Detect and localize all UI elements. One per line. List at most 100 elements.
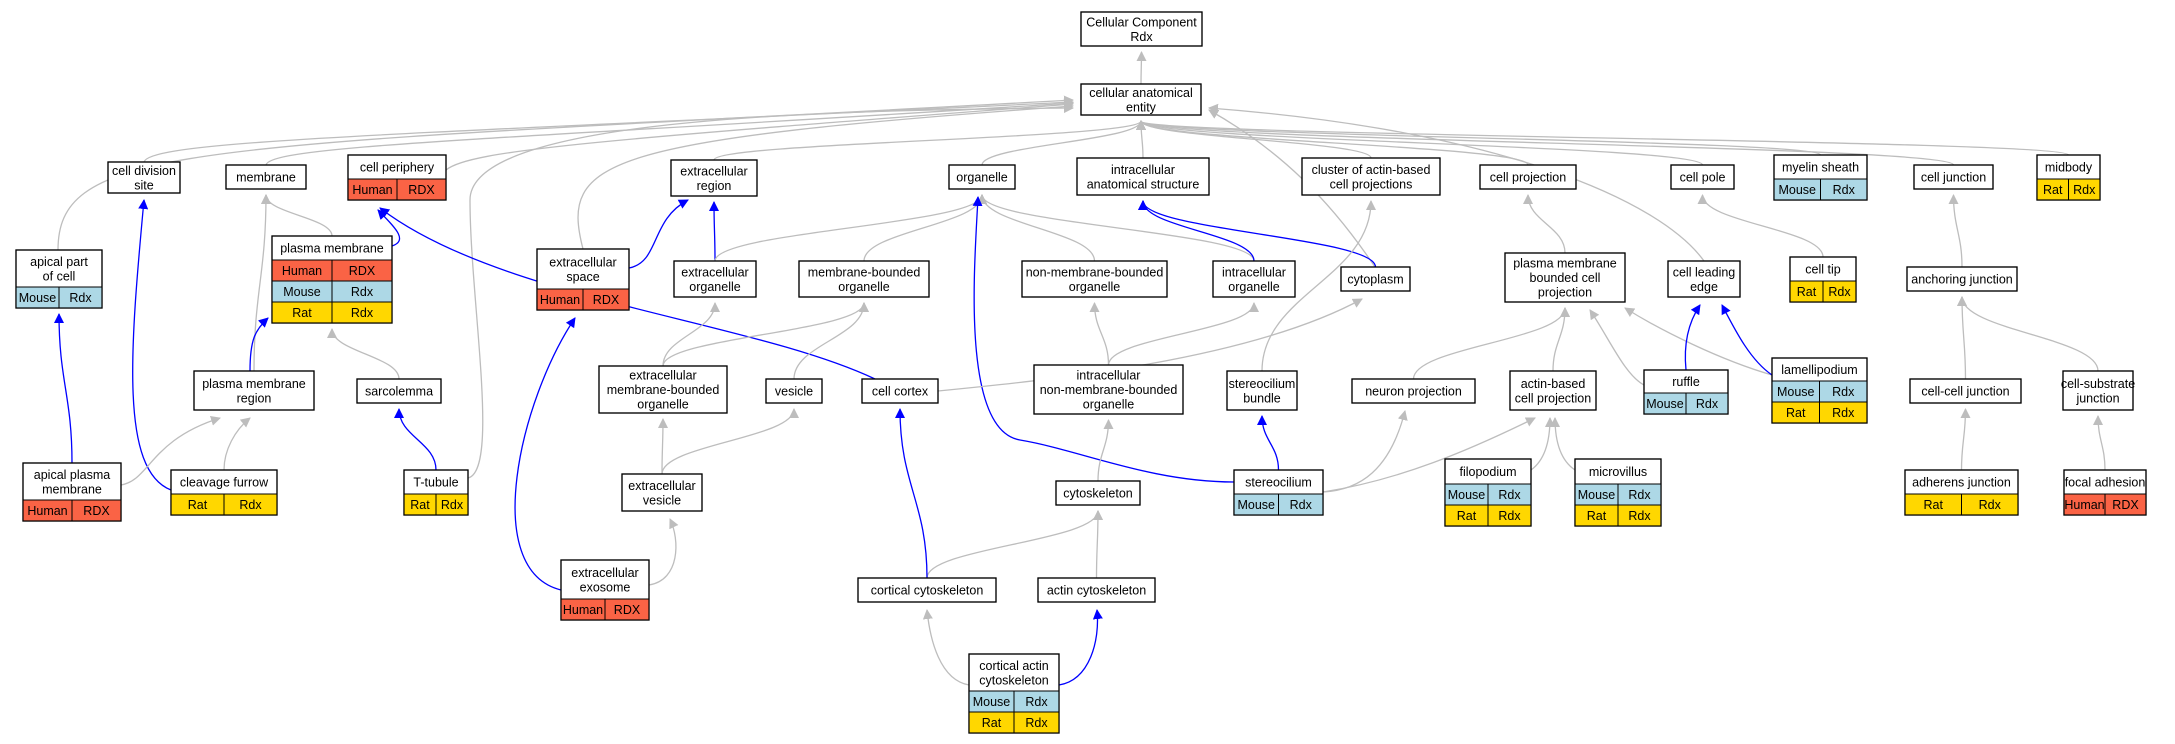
node-label: cortical actin bbox=[979, 659, 1049, 673]
gene-label: Rdx bbox=[1628, 488, 1651, 502]
node-border bbox=[861, 378, 939, 404]
node-label: region bbox=[237, 391, 272, 405]
edge-stereocilium-to-abcp bbox=[1322, 417, 1536, 493]
node-sarcolemma[interactable]: sarcolemma bbox=[356, 378, 442, 404]
edge-csj-to-ajunc bbox=[1957, 296, 2099, 372]
edge-exexo-to-exspace bbox=[514, 317, 576, 591]
node-box bbox=[1021, 260, 1168, 298]
edge-cae-to-root bbox=[1136, 51, 1147, 85]
edge-adherens-to-ccj bbox=[1960, 408, 1971, 471]
node-label: apical plasma bbox=[34, 468, 110, 482]
species-label: Mouse bbox=[19, 291, 57, 305]
node-cytoskel[interactable]: cytoskeleton bbox=[1055, 480, 1141, 506]
node-border bbox=[621, 473, 703, 512]
gene-label: Rdx bbox=[1025, 716, 1048, 730]
node-ajunc[interactable]: anchoring junction bbox=[1906, 266, 2018, 292]
edge-ctip-to-cpole bbox=[1697, 194, 1824, 258]
node-cpole[interactable]: cell pole bbox=[1670, 164, 1735, 190]
species-label: Mouse bbox=[1778, 183, 1816, 197]
node-cytoplasm[interactable]: cytoplasm bbox=[1340, 266, 1411, 292]
node-label: cytoskeleton bbox=[1063, 487, 1133, 501]
species-label: Mouse bbox=[283, 285, 321, 299]
node-ccj[interactable]: cell-cell junction bbox=[1909, 378, 2022, 404]
node-label: projection bbox=[1538, 286, 1592, 300]
node-label: organelle bbox=[637, 398, 688, 412]
node-border bbox=[1340, 266, 1411, 292]
node-label: cell periphery bbox=[360, 161, 435, 175]
node-ccortex[interactable]: cell cortex bbox=[861, 378, 939, 404]
edge-cytoskel-to-inmbo bbox=[1097, 419, 1114, 482]
node-membrane[interactable]: membrane bbox=[225, 164, 307, 190]
node-label: midbody bbox=[2045, 161, 2093, 175]
node-cproj[interactable]: cell projection bbox=[1479, 164, 1577, 190]
node-border bbox=[1773, 154, 1868, 201]
node-organelle[interactable]: organelle bbox=[948, 164, 1016, 190]
node-label: neuron projection bbox=[1365, 385, 1462, 399]
node-label: organelle bbox=[956, 171, 1007, 185]
node-label: cell-cell junction bbox=[1921, 385, 2009, 399]
node-nproj[interactable]: neuron projection bbox=[1351, 378, 1476, 404]
node-border bbox=[1479, 164, 1577, 190]
gene-label: RDX bbox=[593, 293, 620, 307]
node-border bbox=[536, 248, 630, 311]
species-label: Rat bbox=[292, 306, 312, 320]
edge-microv-to-abcp bbox=[1550, 417, 1576, 471]
edge-exorg-to-organelle bbox=[714, 194, 987, 262]
node-border bbox=[968, 653, 1060, 734]
node-border bbox=[1301, 157, 1441, 196]
node-cjunc[interactable]: cell junction bbox=[1913, 164, 1994, 190]
edge-pm-to-membrane bbox=[261, 194, 333, 237]
gene-label: Rdx bbox=[1498, 488, 1521, 502]
node-border bbox=[22, 462, 122, 522]
node-vesicle[interactable]: vesicle bbox=[765, 378, 823, 404]
node-actincyto[interactable]: actin cytoskeleton bbox=[1037, 577, 1156, 603]
node-label: extracellular bbox=[629, 369, 696, 383]
node-label: cytoskeleton bbox=[979, 673, 1049, 687]
gene-label: Rdx bbox=[69, 291, 92, 305]
node-border bbox=[1906, 266, 2018, 292]
node-border bbox=[798, 260, 930, 298]
species-label: Rat bbox=[982, 716, 1002, 730]
edge-cfurrow-to-pmr bbox=[223, 417, 251, 471]
node-corcyto[interactable]: cortical cytoskeleton bbox=[857, 577, 997, 603]
node-border bbox=[347, 154, 447, 201]
node-inmbo[interactable]: intracellularnon-membrane-boundedorganel… bbox=[1033, 364, 1184, 415]
